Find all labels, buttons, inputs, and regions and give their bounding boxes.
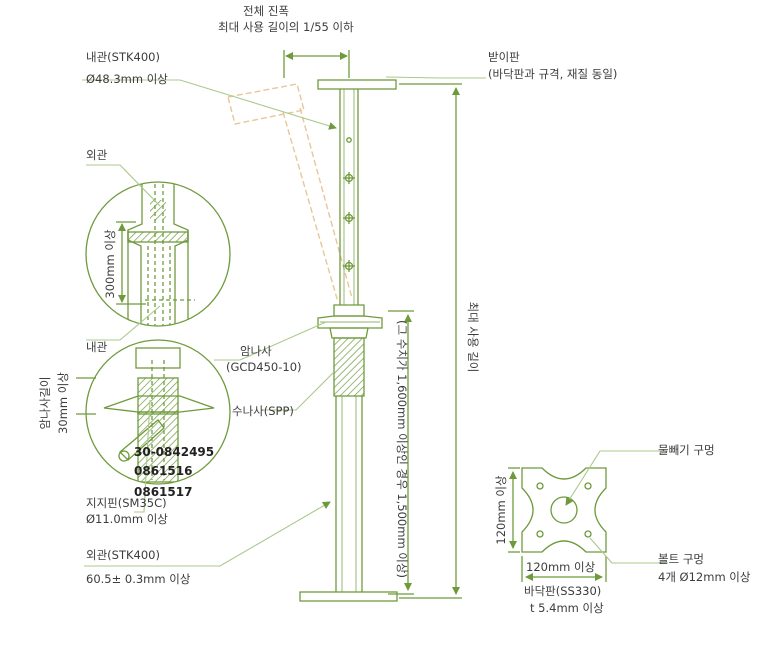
inner-tube-spec: Ø48.3mm 이상 <box>86 72 168 86</box>
leader-lines <box>82 76 668 567</box>
plate-width-label: 120mm 이상 <box>526 560 596 574</box>
deflected-shape-outline <box>227 83 353 303</box>
bolt-hole-title: 볼트 구멍 <box>658 552 704 566</box>
inner-tube <box>339 89 359 305</box>
pin-holes <box>343 137 355 272</box>
support-plate <box>317 79 397 90</box>
overlap-length-label: 300mm 이상 <box>103 229 117 299</box>
phone-number-1: 30-0842495 <box>134 445 215 459</box>
female-thread-nut <box>317 304 383 339</box>
thread-length-line1: 암나사길이 <box>38 376 52 430</box>
inner-tube-detail-label: 내관 <box>86 340 108 354</box>
support-plate-spec: (바닥판과 규격, 재질 동일) <box>488 67 618 81</box>
deflection-label-line1: 전체 진폭 <box>243 4 289 18</box>
outer-tube-detail-label: 외관 <box>86 148 108 162</box>
outer-tube-spec: 60.5± 0.3mm 이상 <box>86 572 191 586</box>
phone-number-3: 0861517 <box>134 485 193 499</box>
screw-extension-label: (그 수치가 1,600mm 이상인 경우 1,500mm 이상) <box>395 320 409 578</box>
outer-tube <box>335 396 363 592</box>
male-thread <box>333 337 365 397</box>
deflection-label-line2: 최대 사용 길이의 1/55 이하 <box>218 20 354 34</box>
drain-hole-label: 물빼기 구멍 <box>658 443 715 457</box>
detail-circle-thread <box>76 339 231 485</box>
base-plate <box>299 591 398 602</box>
max-length-label: 최대 사용 길이 <box>466 301 480 373</box>
inner-tube-title: 내관(STK400) <box>86 50 160 64</box>
plate-height-label: 120mm 이상 <box>494 475 508 545</box>
deflection-dimension <box>283 50 350 78</box>
support-plate-title: 받이판 <box>488 50 520 64</box>
male-thread-label: 수나사(SPP) <box>232 404 294 418</box>
phone-number-2: 0861516 <box>134 464 193 478</box>
female-thread-title: 암나사 <box>240 344 272 358</box>
bolt-hole-spec: 4개 Ø12mm 이상 <box>658 570 751 584</box>
thread-length-line2: 30mm 이상 <box>56 372 70 434</box>
female-thread-spec: (GCD450-10) <box>226 360 302 374</box>
outer-tube-title: 외관(STK400) <box>86 548 160 562</box>
base-plate-plan <box>508 467 607 582</box>
base-plate-spec: t 5.4mm 이상 <box>530 601 604 615</box>
support-pin-title: 지지핀(SM35C) <box>86 496 167 510</box>
support-pin-spec: Ø11.0mm 이상 <box>86 512 168 526</box>
base-plate-title: 바닥판(SS330) <box>524 584 602 598</box>
max-length-dimension <box>399 83 462 599</box>
extension-dimension <box>388 310 414 595</box>
